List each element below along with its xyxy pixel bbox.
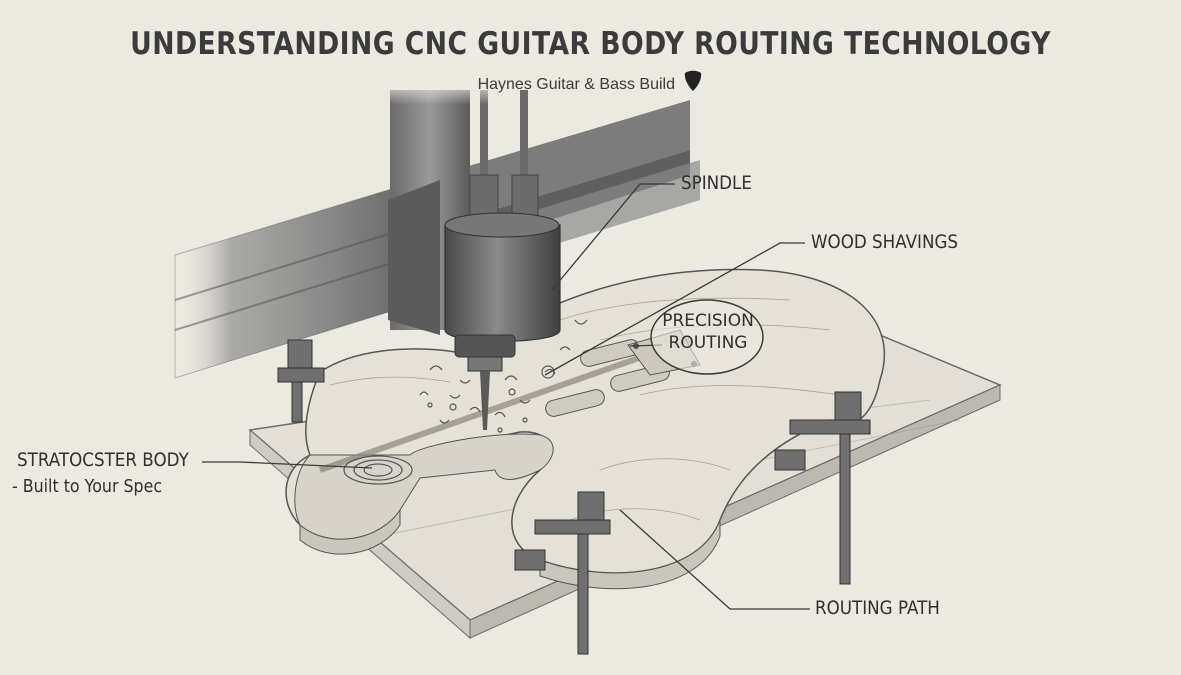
subtitle-text: Haynes Guitar & Bass Build (477, 76, 675, 93)
callout-precision-routing: PRECISION ROUTING (652, 310, 764, 354)
wood-shavings (419, 319, 588, 433)
precision-callout-ring (650, 299, 764, 375)
guitar-pick-icon (683, 70, 703, 97)
clamps (277, 339, 871, 655)
callout-wood-shavings: WOOD SHAVINGS (811, 231, 959, 253)
callout-spindle: SPINDLE (681, 172, 752, 194)
spindle-assembly (444, 174, 561, 430)
callout-routing-path: ROUTING PATH (815, 597, 940, 619)
page-title: UNDERSTANDING CNC GUITAR BODY ROUTING TE… (130, 26, 1051, 62)
callout-body-title: STRATOCSTER BODY (17, 449, 189, 471)
precision-line-1: PRECISION (662, 311, 754, 331)
precision-line-2: ROUTING (668, 333, 748, 353)
subtitle: Haynes Guitar & Bass Build (0, 70, 1181, 97)
callout-body-subtitle: - Built to Your Spec (12, 476, 163, 497)
